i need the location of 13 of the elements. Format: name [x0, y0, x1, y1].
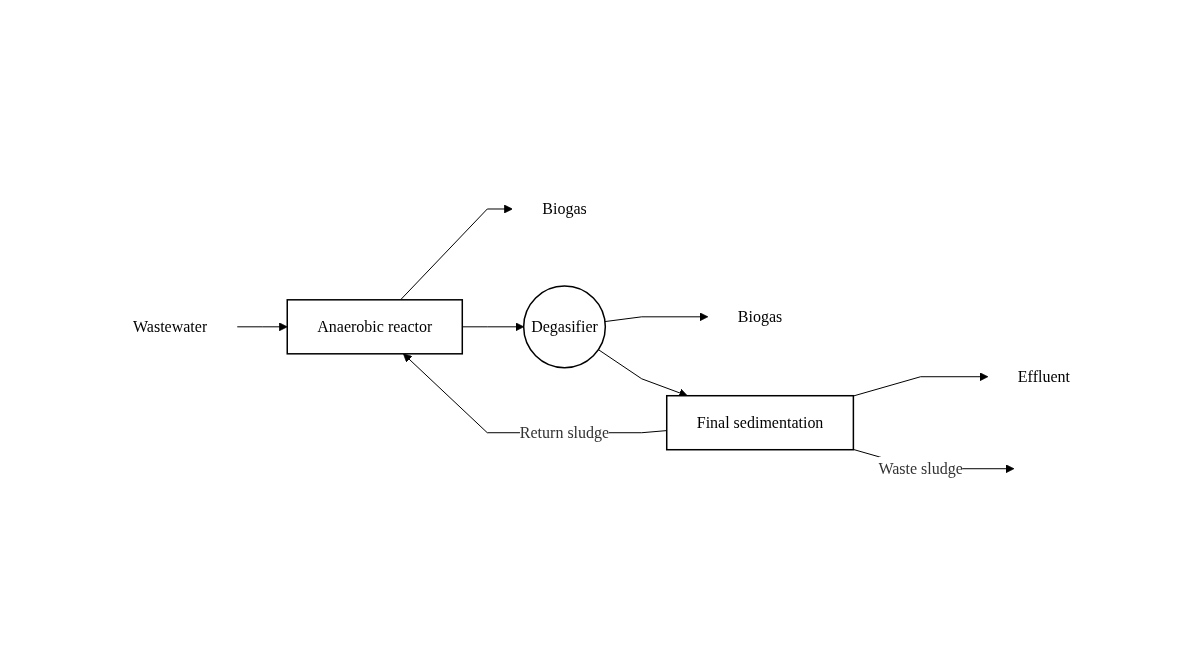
node-box: Anaerobic reactor: [286, 299, 463, 355]
node-circle: Degasifier: [522, 285, 606, 369]
node-text: Wastewater: [132, 317, 207, 335]
arrow: [461, 322, 524, 332]
node-text: Effluent: [1017, 367, 1070, 385]
edge-label: Waste sludge: [877, 459, 963, 477]
node-box: Final sedimentation: [665, 395, 854, 451]
arrow: [852, 372, 988, 397]
node-text: Biogas: [737, 307, 782, 325]
edge-label: Return sludge: [519, 423, 609, 441]
arrow: [604, 312, 708, 323]
node-text: Biogas: [541, 200, 587, 218]
arrow: [399, 204, 513, 301]
